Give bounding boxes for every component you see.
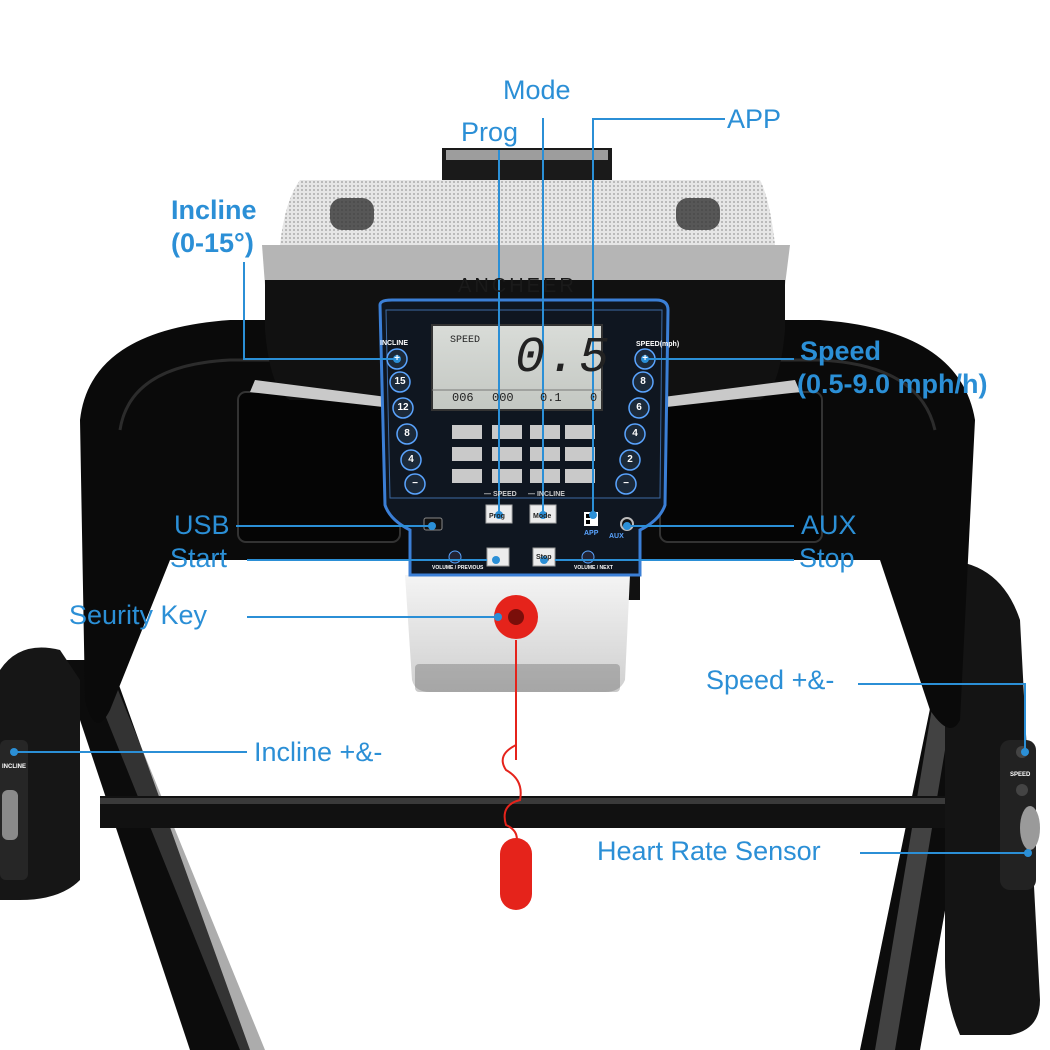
lcd-main-value: 0.5: [515, 330, 612, 387]
lcd-screen: [431, 324, 603, 411]
brand-logo: ANCHEER: [458, 275, 577, 297]
safety-key: [494, 595, 538, 910]
incline-header: INCLINE: [380, 340, 408, 347]
speed-2-button[interactable]: 2: [627, 454, 633, 465]
incline-callout-range: (0-15°): [171, 228, 254, 258]
mode-callout: Mode: [503, 75, 571, 105]
left-handlebar: [0, 647, 80, 900]
incline-callout-title: Incline: [171, 195, 257, 225]
incline-plus-minus-callout: Incline +&-: [254, 737, 383, 767]
stop-key-label[interactable]: Stop: [536, 554, 552, 561]
speed-header: SPEED(mph): [636, 341, 680, 348]
lcd-value-3: 0.1: [540, 391, 562, 405]
stop-callout: Stop: [799, 543, 855, 573]
speed-plus-button[interactable]: +: [642, 353, 648, 364]
left-handle-incline-label: INCLINE: [2, 764, 26, 770]
speed-callout-title: Speed: [800, 336, 882, 366]
speed-6-button[interactable]: 6: [636, 402, 642, 413]
lcd-value-2: 000: [492, 391, 514, 405]
lcd-value-1: 006: [452, 391, 474, 405]
security-key-callout: Seurity Key: [69, 600, 208, 630]
speed-plus-minus-callout: Speed +&-: [706, 665, 835, 695]
callout-dots: [10, 355, 1032, 857]
app-key-label: APP: [584, 530, 599, 537]
incline-4-button[interactable]: 4: [408, 454, 414, 465]
speed-minus-button[interactable]: −: [623, 478, 629, 489]
callout-lines: [14, 118, 1028, 854]
prog-callout: Prog: [461, 117, 519, 147]
volume-previous-label: VOLUME / PREVIOUS: [432, 565, 484, 571]
prog-key-label[interactable]: Prog: [489, 513, 505, 520]
heart-rate-sensor-callout: Heart Rate Sensor: [597, 836, 821, 866]
usb-callout: USB: [174, 510, 230, 540]
incline-15-button[interactable]: 15: [394, 376, 406, 387]
speed-4-button[interactable]: 4: [632, 428, 638, 439]
incline-minus-button[interactable]: −: [412, 478, 418, 489]
speaker-housing: [280, 180, 775, 245]
speed-buttons: [615, 348, 656, 495]
right-handle-speed-label: SPEED: [1010, 772, 1031, 778]
app-callout: APP: [727, 104, 782, 134]
start-callout: Start: [170, 543, 228, 573]
lcd-value-4: 0: [590, 391, 598, 405]
frame-uprights: [60, 660, 990, 1050]
incline-plus-button[interactable]: +: [394, 353, 400, 364]
left-pocket: [237, 391, 401, 543]
under-speed-label: — SPEED: [484, 491, 517, 498]
mode-key-label[interactable]: Mode: [533, 513, 552, 520]
right-pocket: [659, 391, 823, 543]
speed-callout-range: (0.5-9.0 mph/h): [797, 369, 988, 399]
speed-8-button[interactable]: 8: [640, 376, 646, 387]
incline-12-button[interactable]: 12: [397, 402, 409, 413]
lcd-label: SPEED: [450, 335, 481, 346]
incline-8-button[interactable]: 8: [404, 428, 410, 439]
aux-key-label: AUX: [609, 533, 624, 540]
volume-next-label: VOLUME / NEXT: [574, 565, 613, 571]
aux-callout: AUX: [801, 510, 857, 540]
under-incline-label: — INCLINE: [528, 491, 565, 498]
